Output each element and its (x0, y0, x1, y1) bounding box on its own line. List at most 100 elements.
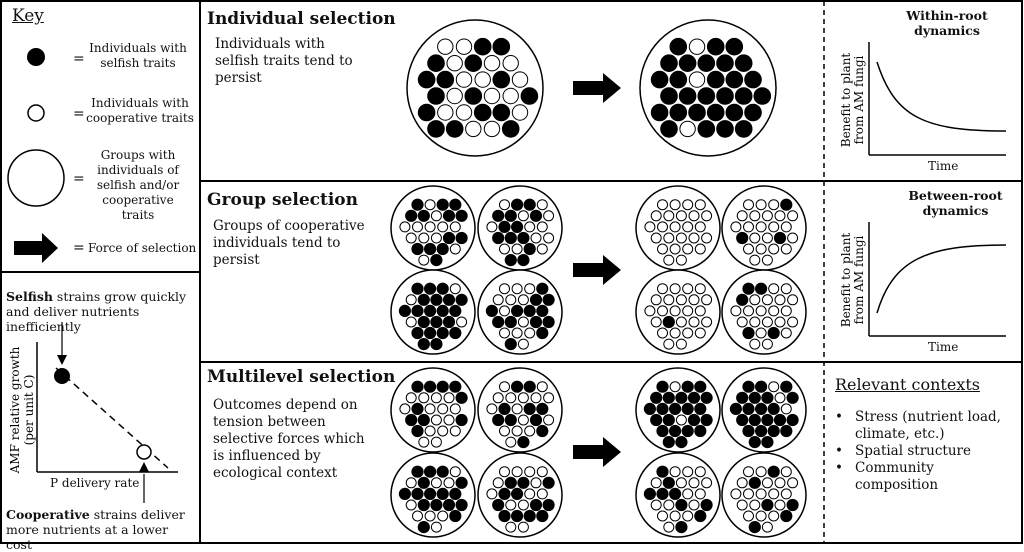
within-ylabel-1: Benefit to plant (839, 53, 853, 148)
selfish-individual (436, 487, 449, 500)
selfish-individual (697, 54, 716, 73)
selfish-individual (767, 402, 780, 415)
selfish-individual (706, 37, 725, 56)
cooperative-individual (437, 510, 449, 522)
between-growth-curve (876, 244, 1007, 314)
cooperative-individual (657, 199, 668, 211)
selfish-individual (734, 120, 753, 138)
cooperative-individual (755, 488, 767, 500)
selfish-individual (411, 282, 424, 295)
cooperative-individual (511, 104, 529, 121)
cooperative-individual (701, 477, 713, 489)
selfish-individual (736, 293, 749, 306)
selfish-individual (697, 120, 716, 138)
selfish-individual (542, 315, 555, 329)
selfish-individual (492, 413, 505, 427)
cooperative-individual (399, 221, 411, 233)
cooperative-individual (669, 327, 681, 339)
cooperative-individual (505, 521, 517, 533)
cooperative-individual (761, 521, 773, 533)
cooperative-individual (517, 338, 529, 350)
cooperative-individual (761, 232, 773, 244)
cooperative-individual (780, 221, 792, 233)
key-eq-cooperative: = (73, 106, 85, 122)
cooperative-individual (474, 71, 491, 88)
cooperative-individual (688, 210, 700, 222)
cooperative-individual (768, 488, 780, 500)
cooperative-individual (424, 221, 436, 233)
cooperative-strain-text: strains deliver more nutrients at a lowe… (6, 507, 185, 552)
selfish-individual (417, 413, 430, 427)
cooperative-individual (787, 294, 799, 306)
selfish-individual (417, 293, 430, 306)
cooperative-individual (449, 425, 461, 437)
selfish-individual (742, 380, 755, 393)
selfish-individual (449, 380, 462, 393)
cooperative-individual (499, 425, 510, 437)
selfish-individual (767, 465, 780, 478)
cooperative-individual (663, 210, 675, 222)
multilevel-after-4 (721, 452, 807, 538)
selfish-individual (767, 424, 780, 438)
cooperative-individual (443, 414, 455, 426)
cooperative-individual (511, 71, 529, 88)
selfish-individual (517, 231, 530, 245)
within-root-title: Within-root dynamics (906, 8, 988, 38)
selfish-individual (736, 413, 749, 427)
selfish-individual (417, 209, 430, 222)
cooperative-individual (768, 305, 780, 317)
cooperative-individual (755, 327, 767, 339)
cooperative-individual (682, 283, 694, 295)
selfish-individual (536, 424, 549, 438)
selfish-individual (748, 476, 761, 489)
individual-group-before (406, 19, 544, 157)
selfish-individual (523, 509, 536, 523)
cooperative-individual (499, 381, 510, 393)
key-force-label: Force of selection (88, 241, 197, 255)
selfish-individual (662, 436, 675, 449)
selfish-individual (662, 476, 675, 489)
cooperative-individual (424, 425, 436, 437)
cooperative-individual-icon (27, 104, 45, 122)
cooperative-individual (780, 243, 792, 255)
cooperative-individual (430, 232, 442, 244)
selfish-individual (523, 242, 536, 256)
selfish-individual (498, 402, 511, 415)
cooperative-individual (669, 381, 681, 393)
selfish-individual (675, 498, 688, 512)
multilevel-after-2 (721, 367, 807, 453)
selfish-individual (504, 254, 517, 267)
selfish-individual (449, 304, 462, 317)
cooperative-individual (787, 210, 799, 222)
cooperative-individual (682, 488, 694, 500)
selfish-individual (436, 70, 455, 89)
selfish-individual (736, 231, 749, 245)
selfish-individual (411, 198, 424, 211)
selfish-individual (492, 37, 511, 56)
cooperative-individual (511, 327, 523, 339)
selfish-individual (734, 54, 753, 73)
within-ylabel-2: from AM fungi (852, 55, 866, 144)
group-selection-after-3 (635, 269, 721, 355)
between-ylabel-2: from AM fungi (852, 235, 866, 324)
selfish-individual (424, 242, 437, 256)
selfish-individual (650, 103, 669, 122)
cooperative-individual (669, 221, 681, 233)
cooperative-individual (430, 392, 442, 404)
selfish-individual (417, 476, 430, 489)
selfish-individual (716, 87, 734, 105)
cooperative-individual (483, 55, 501, 72)
selfish-individual (411, 242, 424, 256)
cooperative-individual (657, 283, 668, 295)
selfish-individual (411, 304, 424, 317)
cooperative-individual (761, 338, 773, 350)
cooperative-individual (430, 477, 442, 489)
selfish-individual (662, 315, 675, 329)
selfish-individual (669, 70, 688, 89)
selfish-individual (442, 498, 456, 512)
selfish-individual (725, 103, 744, 122)
cooperative-individual (749, 294, 761, 306)
selfish-individual (536, 282, 549, 295)
cooperative-individual (657, 305, 668, 317)
cooperative-individual (743, 510, 754, 522)
